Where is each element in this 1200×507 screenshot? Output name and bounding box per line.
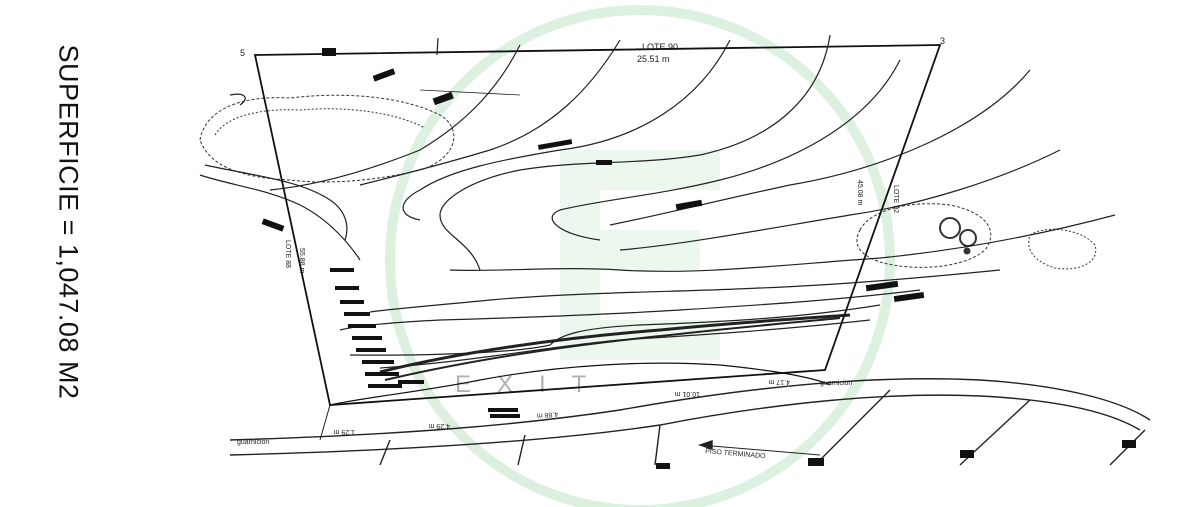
contour-line xyxy=(551,59,901,241)
contour-line xyxy=(402,39,731,221)
boundary-mark xyxy=(432,91,454,106)
dim-left-label: 55.88 m xyxy=(298,248,305,273)
contour-line xyxy=(609,69,1031,226)
lot-polygon xyxy=(253,44,942,406)
dim-bottom-3: 4.88 m xyxy=(536,410,558,419)
vertex-top-right: 3 xyxy=(940,36,945,46)
dim-bottom-1: 1.29 m xyxy=(333,428,355,435)
lot-right-label: LOTE 92 xyxy=(892,185,899,213)
guarnicion-right-label: guarnicion xyxy=(820,380,852,387)
lot-left-label: LOTE 88 xyxy=(284,240,291,268)
boundary-mark xyxy=(490,414,520,418)
boundary-mark xyxy=(960,450,974,458)
watermark-letter xyxy=(560,150,720,360)
boundary-mark xyxy=(348,324,376,328)
guarnicion-left-label: guarnicion xyxy=(237,439,269,446)
street-line xyxy=(819,389,891,461)
boundary-mark xyxy=(368,384,402,388)
boundary-mark xyxy=(1122,440,1136,448)
curb-connector xyxy=(517,434,526,466)
curb-line xyxy=(229,394,1141,456)
boundary-mark xyxy=(675,199,703,211)
watermark: EXIT xyxy=(385,5,895,507)
contour-line xyxy=(199,174,361,261)
boundary-mark xyxy=(330,268,354,272)
tree-canopy-left-inner xyxy=(214,108,426,136)
piso-arrow xyxy=(699,444,821,456)
boundary-mark xyxy=(656,463,670,469)
contour-line xyxy=(449,214,1116,272)
tree-point xyxy=(963,247,971,255)
boundary-mark xyxy=(398,380,424,384)
dim-right-label: 45.08 m xyxy=(856,180,863,205)
curb-line xyxy=(229,378,1151,441)
contour-line xyxy=(339,289,921,331)
contour-line xyxy=(269,44,521,191)
tree-trunk xyxy=(939,217,961,239)
boundary-mark xyxy=(488,408,518,412)
surface-area-label: SUPERFICIE = 1,047.08 M2 xyxy=(53,44,84,400)
boundary-mark xyxy=(893,291,925,303)
tree-canopy-right xyxy=(856,203,992,268)
contour-line xyxy=(229,93,246,106)
boundary-mark xyxy=(365,372,399,376)
boundary-mark xyxy=(596,160,612,165)
boundary-mark xyxy=(372,68,396,82)
boundary-mark xyxy=(865,280,899,292)
watermark-ring xyxy=(385,5,895,507)
retaining-wall xyxy=(379,313,851,374)
arrow-head xyxy=(697,440,713,450)
lot-top-label: LOTE 90 xyxy=(642,42,678,52)
tree-trunk xyxy=(959,229,977,247)
boundary-marks xyxy=(261,48,1136,469)
dim-bottom-5: 4.17 m xyxy=(768,378,790,385)
boundary-mark xyxy=(362,360,394,364)
dim-top-label: 25.51 m xyxy=(637,54,670,64)
tree-canopy-far-right xyxy=(1028,228,1097,270)
boundary-mark xyxy=(322,48,336,56)
contour-line xyxy=(419,89,521,96)
vertex-top-left: 5 xyxy=(240,48,245,58)
curb-connector xyxy=(319,404,331,441)
contour-line xyxy=(439,34,831,271)
front-boundary xyxy=(329,362,831,406)
boundary-mark xyxy=(335,286,359,290)
boundary-mark xyxy=(340,300,364,304)
boundary-mark xyxy=(356,348,386,352)
dim-bottom-4: 10.01 m xyxy=(675,390,700,397)
street-curb xyxy=(229,378,1151,466)
dim-bottom-2: 4.29 m xyxy=(428,422,450,429)
boundary-mark xyxy=(352,336,382,340)
plan-annotations: LOTE 90 25.51 m 5 3 LOTE 92 45.08 m LOTE… xyxy=(237,36,945,460)
watermark-text: EXIT xyxy=(455,371,612,398)
contour-line xyxy=(619,149,1061,251)
boundary-mark xyxy=(344,312,370,316)
contour-line xyxy=(204,164,348,241)
boundary-mark xyxy=(808,458,824,466)
curb-connector xyxy=(654,424,661,466)
contour-line xyxy=(359,39,621,186)
retaining-wall xyxy=(384,317,841,381)
lot-boundary xyxy=(253,44,942,406)
boundary-mark xyxy=(261,218,285,232)
tree-canopy-left xyxy=(199,94,455,183)
contour-line xyxy=(369,269,1001,313)
curb-connector xyxy=(379,439,391,466)
boundary-mark xyxy=(537,139,573,150)
contour-lines xyxy=(199,34,1116,381)
